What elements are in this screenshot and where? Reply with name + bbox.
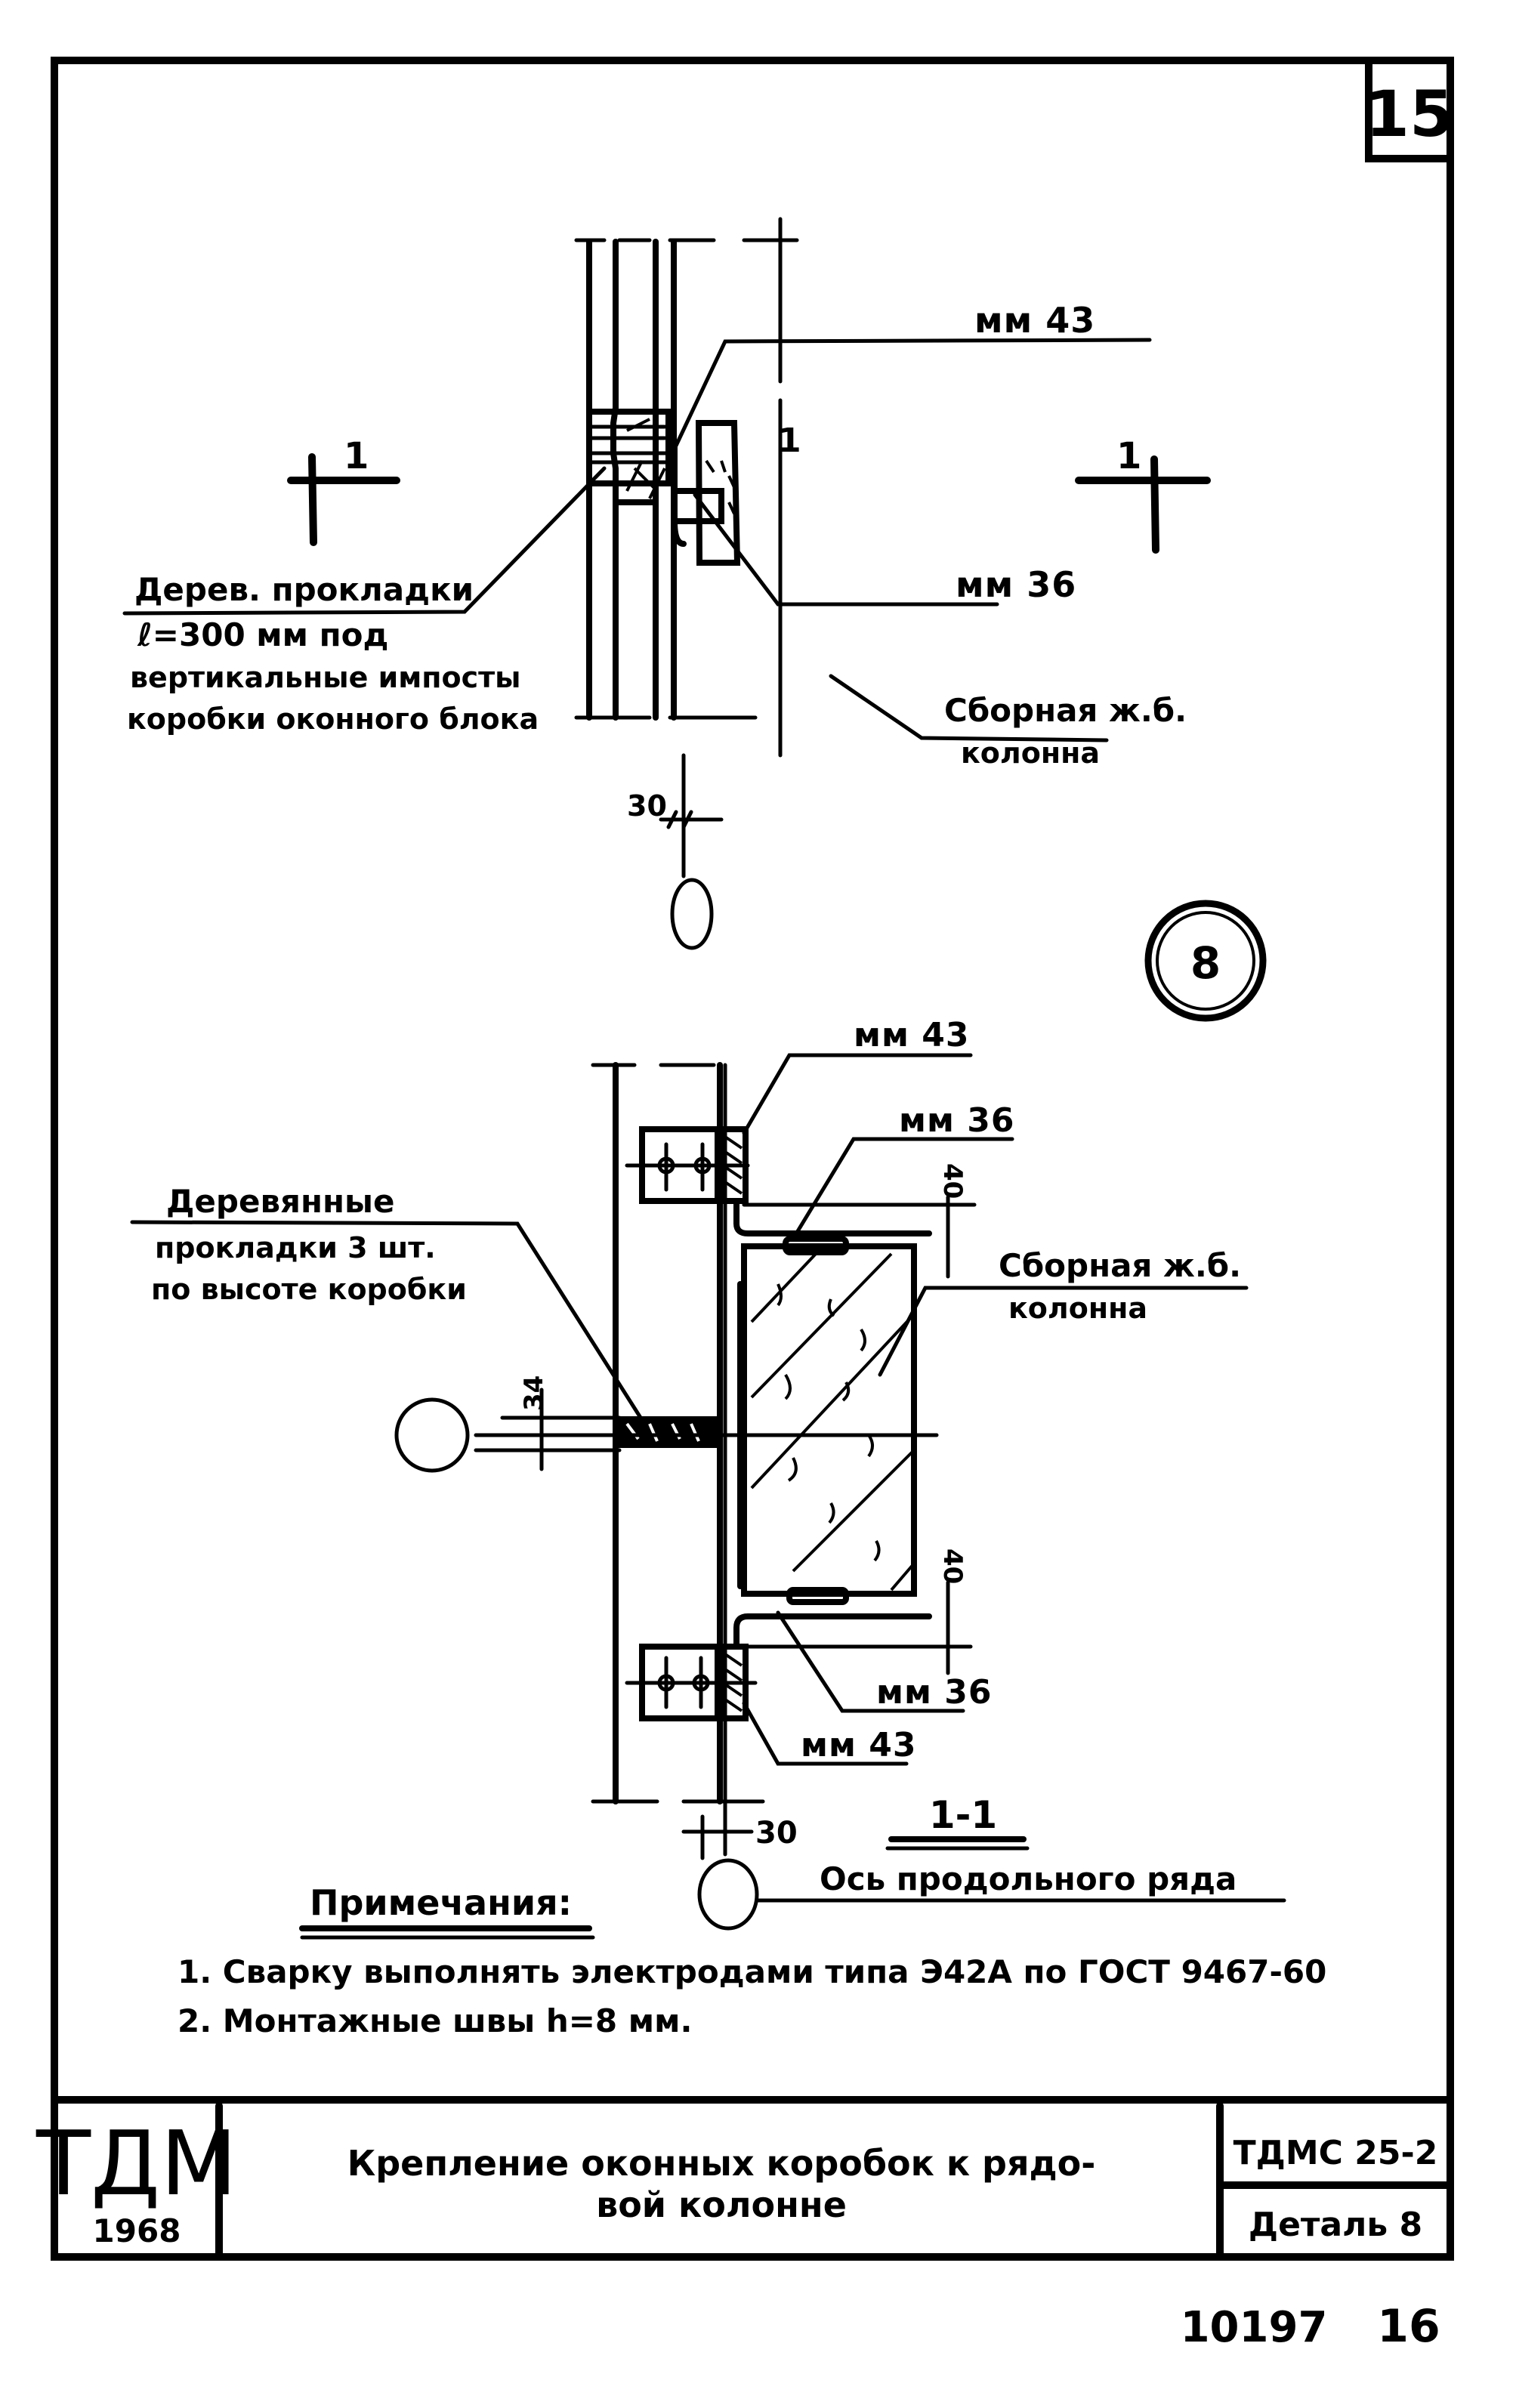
- svg-text:Ось продольного ряда: Ось продольного ряда: [820, 1860, 1237, 1897]
- title-line-2: вой колонне: [596, 2184, 847, 2225]
- top-bracket: [625, 1126, 977, 1255]
- section-mark-left: 1: [287, 435, 400, 546]
- svg-text:34: 34: [519, 1375, 549, 1411]
- title-line-1: Крепление оконных коробок к рядо-: [347, 2143, 1096, 2184]
- svg-text:мм 36: мм 36: [956, 564, 1076, 605]
- notes: Примечания: 1. Сварку выполнять электрод…: [178, 1882, 1326, 2039]
- svg-text:Дерев. прокладки: Дерев. прокладки: [134, 571, 474, 608]
- leader-weld-36-bottom: мм 36: [776, 1610, 992, 1713]
- leader-wood-pads-plan: Дерев. прокладки ℓ=300 мм под вертикальн…: [122, 466, 607, 736]
- series-code: ТДМС 25-2: [1233, 2134, 1438, 2172]
- plan-dimension-30: 30: [627, 753, 724, 950]
- svg-text:мм 43: мм 43: [854, 1016, 969, 1054]
- footer: 10197 16: [1181, 2300, 1440, 2353]
- axis-bubble: [670, 878, 714, 950]
- svg-text:Сборная ж.б.: Сборная ж.б.: [944, 692, 1187, 729]
- leader-column-section: Сборная ж.б. колонна: [878, 1247, 1249, 1377]
- section-dimension-40-bottom: 40: [937, 1548, 968, 1675]
- leader-weld-43-top: мм 43: [742, 1016, 973, 1135]
- svg-text:Деревянные: Деревянные: [166, 1183, 395, 1220]
- year: 1968: [93, 2212, 181, 2249]
- wood-pad-plan: [588, 409, 675, 505]
- archive-number: 10197: [1181, 2303, 1328, 2352]
- svg-text:1: 1: [344, 435, 369, 477]
- title-block: ТДМ 1968 Крепление оконных коробок к ряд…: [36, 2102, 1454, 2261]
- section-dimension-40-top: 40: [937, 1163, 968, 1279]
- svg-text:мм 36: мм 36: [899, 1101, 1014, 1140]
- svg-text:колонна: колонна: [961, 736, 1100, 770]
- org-logo: ТДМ: [36, 2111, 237, 2215]
- svg-text:мм 43: мм 43: [974, 300, 1095, 341]
- page-number-box: 15: [1365, 57, 1454, 162]
- leader-weld-43: мм 43: [674, 300, 1152, 448]
- svg-text:Сборная ж.б.: Сборная ж.б.: [999, 1247, 1241, 1284]
- leader-wood-pads-section: Деревянные прокладки 3 шт. по высоте кор…: [130, 1183, 644, 1422]
- window-frame-lines: [574, 238, 799, 721]
- section-title: 1-1: [885, 1793, 1030, 1851]
- svg-text:1: 1: [1116, 435, 1141, 477]
- svg-text:прокладки 3 шт.: прокладки 3 шт.: [155, 1231, 436, 1264]
- leader-weld-43-bottom: мм 43: [742, 1701, 916, 1766]
- concrete-column: [741, 1243, 917, 1597]
- section-dimension-30: 30: [681, 1814, 798, 1931]
- section-mark-middle: 1: [778, 421, 801, 460]
- sheet-frame: [51, 57, 1454, 2261]
- detail-number: Деталь 8: [1249, 2206, 1422, 2244]
- section-mark-right: 1: [1075, 435, 1211, 554]
- svg-text:40: 40: [937, 1548, 968, 1584]
- axis-bubble-bottom: [697, 1858, 759, 1931]
- svg-text:колонна: колонна: [1008, 1292, 1147, 1325]
- note-item: 2. Монтажные швы h=8 мм.: [178, 2002, 692, 2039]
- notes-heading: Примечания:: [310, 1882, 572, 1923]
- svg-text:по высоте коробки: по высоте коробки: [151, 1273, 467, 1306]
- axis-label: Ось продольного ряда: [755, 1860, 1286, 1903]
- svg-text:мм 43: мм 43: [801, 1726, 916, 1764]
- plan-dim-30: 30: [627, 789, 667, 823]
- svg-text:мм 36: мм 36: [876, 1673, 992, 1712]
- svg-text:коробки оконного блока: коробки оконного блока: [127, 702, 539, 736]
- leader-weld-36: мм 36: [693, 492, 1076, 607]
- page-number: 15: [1366, 77, 1454, 151]
- leader-weld-36-top: мм 36: [791, 1101, 1014, 1241]
- wood-pad-section: 34: [394, 1375, 939, 1473]
- axis-bubble-left: [394, 1397, 470, 1473]
- leader-column-plan: Сборная ж.б. колонна: [829, 674, 1187, 770]
- note-item: 1. Сварку выполнять электродами типа Э42…: [178, 1953, 1326, 1990]
- svg-text:вертикальные импосты: вертикальные импосты: [130, 661, 521, 694]
- plan-view: 30 1 1 1 мм 43 мм 36 Дерев. прокладки ℓ=…: [122, 217, 1211, 950]
- svg-text:ℓ=300 мм под: ℓ=300 мм под: [137, 616, 388, 653]
- svg-text:30: 30: [755, 1816, 798, 1851]
- column-plan: [672, 217, 783, 758]
- detail-callout: 8: [1144, 900, 1267, 1022]
- svg-text:1-1: 1-1: [929, 1793, 997, 1837]
- sheet-number: 16: [1377, 2300, 1440, 2353]
- svg-text:40: 40: [937, 1163, 968, 1199]
- bottom-bracket: [625, 1587, 973, 1721]
- svg-text:8: 8: [1190, 937, 1221, 989]
- section-view: 34 40 40 30 1-1 Ось продольного ряда: [130, 1016, 1286, 1931]
